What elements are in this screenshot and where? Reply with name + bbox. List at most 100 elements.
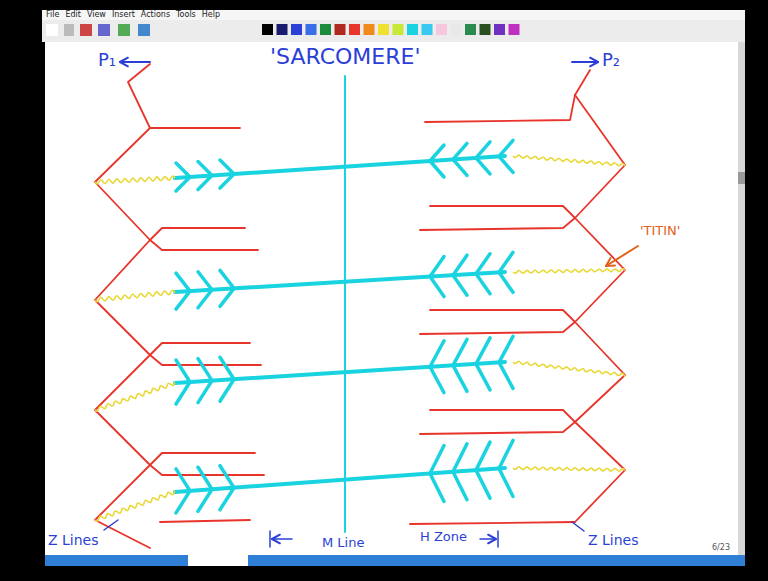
arrow-head (590, 58, 598, 67)
actin-filament (150, 127, 240, 129)
menu-item: Insert (112, 10, 135, 19)
arrow-head (120, 58, 128, 67)
actin-filament (160, 520, 250, 522)
myosin-head (453, 339, 467, 391)
dimension-tick (269, 531, 271, 547)
structure-label: M Line (322, 536, 364, 551)
titin-spring (95, 290, 175, 302)
structure-label: Z Lines (48, 532, 99, 548)
leader-line (572, 522, 584, 531)
actin-filament (430, 206, 575, 218)
menu-item: Tools (176, 10, 196, 19)
myosin-head (476, 338, 490, 390)
titin-spring (95, 382, 175, 411)
m-line (344, 76, 346, 532)
myosin-head (430, 445, 444, 501)
z-line (575, 70, 590, 95)
color-swatch (364, 24, 375, 35)
arrow-head (488, 535, 496, 544)
callout-label: 'TITIN' (640, 224, 680, 239)
actin-filament (420, 218, 575, 230)
whiteboard (45, 42, 738, 555)
titin-spring (513, 269, 625, 273)
arrow-head (606, 258, 615, 266)
color-swatch (277, 24, 288, 35)
myosin-head (499, 140, 513, 172)
color-swatch (480, 24, 491, 35)
myosin-head (198, 467, 212, 511)
myosin-head (453, 143, 467, 175)
myosin-head (499, 252, 513, 292)
myosin-head (176, 273, 190, 309)
actin-filament (430, 410, 575, 422)
myosin-head (476, 254, 490, 294)
myosin-head (499, 440, 513, 496)
myosin-head (220, 466, 234, 510)
page-number: 6/23 (712, 543, 730, 552)
color-swatch (393, 24, 404, 35)
titin-spring (513, 361, 625, 376)
status-bar (45, 555, 745, 566)
force-label: P₁ (98, 50, 116, 71)
color-swatch (291, 24, 302, 35)
titin-spring (95, 490, 174, 521)
menu-item: View (87, 10, 106, 19)
color-swatch (509, 24, 520, 35)
tool-icon (118, 24, 130, 36)
status-gap (188, 555, 248, 566)
actin-filament (150, 240, 258, 250)
tool-icon (80, 24, 92, 36)
z-line (128, 64, 150, 128)
actin-filament (150, 453, 255, 465)
titin-spring (95, 176, 175, 184)
z-line (95, 128, 150, 548)
color-swatch (335, 24, 346, 35)
myosin-head (476, 442, 490, 498)
myosin-head (198, 359, 212, 403)
myosin-head (476, 142, 490, 174)
dimension-tick (497, 531, 499, 547)
actin-filament (410, 522, 575, 524)
myosin-head (430, 145, 444, 177)
pull-arrow (572, 61, 598, 63)
titin-spring (513, 467, 625, 472)
actin-filament (150, 465, 264, 475)
actin-filament (420, 322, 575, 334)
myosin-head (499, 336, 513, 388)
color-swatch (349, 24, 360, 35)
color-swatch (494, 24, 505, 35)
tool-icon (98, 24, 110, 36)
color-swatch (320, 24, 331, 35)
diagram-title: 'SARCOMERE' (270, 44, 420, 69)
tool-icon (138, 24, 150, 36)
scroll-thumb (738, 172, 745, 184)
arrow-head (272, 535, 280, 544)
actin-filament (425, 95, 575, 122)
myosin-head (220, 270, 234, 306)
actin-filament (150, 343, 250, 355)
menu-item: Edit (65, 10, 81, 19)
color-swatch (378, 24, 389, 35)
color-swatch (422, 24, 433, 35)
myosin-head (453, 444, 467, 500)
menu-item: File (46, 10, 59, 19)
leader-arrow (606, 246, 638, 266)
menu-item: Actions (141, 10, 170, 19)
actin-filament (430, 310, 575, 322)
myosin-head (430, 341, 444, 393)
actin-filament (420, 422, 575, 434)
z-line (575, 95, 625, 522)
color-swatch (262, 24, 273, 35)
myosin-head (176, 360, 190, 404)
color-swatch (436, 24, 447, 35)
myosin-head (198, 162, 212, 190)
titin-spring (513, 155, 625, 166)
tool-icon (64, 24, 74, 36)
force-label: P₂ (602, 50, 620, 71)
color-swatch (306, 24, 317, 35)
menu-item: Help (202, 10, 220, 19)
myosin-head (453, 255, 467, 295)
color-swatch (451, 24, 462, 35)
